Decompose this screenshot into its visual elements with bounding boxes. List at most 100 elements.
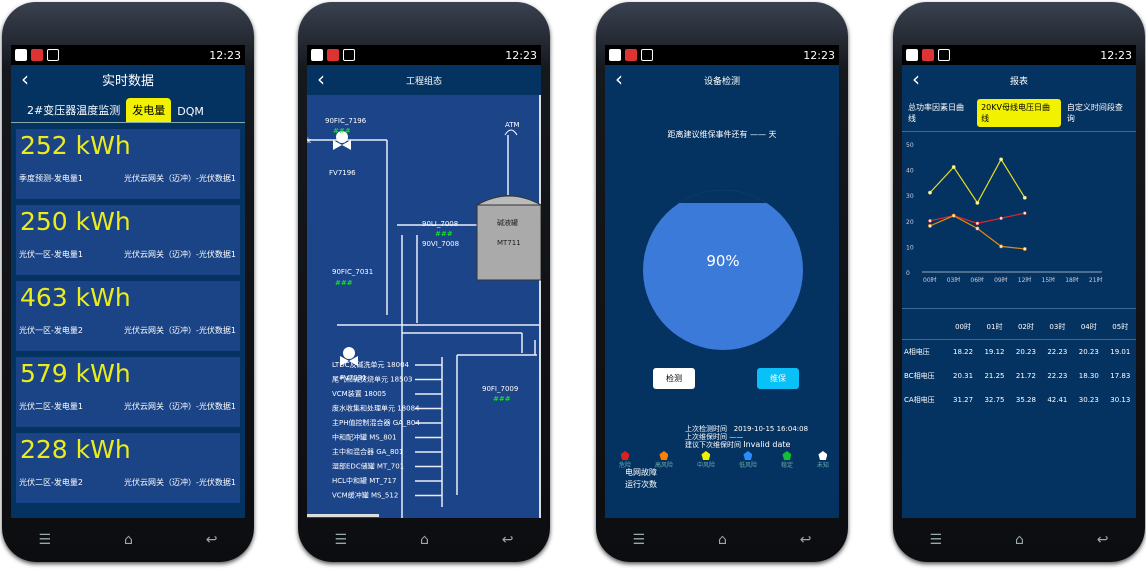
series-line-CA bbox=[929, 158, 1026, 205]
phone-report: 12:23 ‹报表 总功率因素日曲线 20KV母线电压日曲线 自定义时间段查询 … bbox=[893, 2, 1145, 562]
health-gauge: 90% bbox=[643, 190, 803, 350]
point-name: 季度预测-发电量1 bbox=[19, 174, 83, 183]
back-icon[interactable]: ‹ bbox=[317, 67, 325, 91]
unit-label[interactable]: VCM缓冲罐 MS_512 bbox=[332, 491, 398, 500]
unit-label[interactable]: HCL中和罐 MT_717 bbox=[332, 476, 396, 485]
tab-bus-voltage[interactable]: 20KV母线电压日曲线 bbox=[977, 99, 1061, 127]
pentagon-icon bbox=[818, 451, 828, 460]
svg-text:k: k bbox=[307, 137, 312, 145]
data-point bbox=[999, 244, 1004, 249]
unit-label[interactable]: LTDC及碱洗单元 18004 bbox=[332, 360, 410, 369]
x-tick-label: 12时 bbox=[1018, 276, 1032, 282]
return-icon[interactable]: ↩ bbox=[501, 532, 514, 548]
table-cell: 21.25 bbox=[984, 372, 1005, 380]
report-tabs: 总功率因素日曲线 20KV母线电压日曲线 自定义时间段查询 bbox=[902, 95, 1136, 132]
home-icon[interactable]: ⌂ bbox=[717, 532, 727, 548]
svg-text:###: ### bbox=[435, 230, 453, 238]
menu-icon[interactable]: ☰ bbox=[632, 532, 646, 548]
tab-bar: 2#变压器温度监测 发电量 DQM bbox=[11, 93, 245, 123]
tag-fv7031: FV7031 bbox=[340, 374, 367, 382]
x-tick-label: 15时 bbox=[1042, 276, 1056, 282]
point-source: 光伏云网关（迈冲）-光伏数据1 bbox=[124, 250, 236, 259]
data-point bbox=[975, 226, 980, 231]
home-icon[interactable]: ⌂ bbox=[1014, 532, 1024, 548]
back-icon[interactable]: ‹ bbox=[21, 67, 29, 91]
tank-label: 碱液罐 bbox=[497, 218, 518, 227]
run-count-label: 运行次数 bbox=[625, 480, 657, 489]
tag-fi7009: 90FI_7009 bbox=[482, 385, 518, 393]
back-icon[interactable]: ‹ bbox=[912, 67, 920, 91]
home-icon[interactable]: ⌂ bbox=[123, 532, 133, 548]
repair-button[interactable]: 维保 bbox=[757, 368, 799, 389]
unit-label[interactable]: 尾气和碱焚烧单元 18503 bbox=[332, 375, 413, 384]
x-tick-label: 18时 bbox=[1065, 276, 1079, 282]
return-icon[interactable]: ↩ bbox=[1096, 532, 1109, 548]
return-icon[interactable]: ↩ bbox=[205, 532, 218, 548]
data-point bbox=[928, 218, 932, 223]
unit-label[interactable]: 废水收集和处理单元 18084 bbox=[332, 404, 420, 413]
data-point bbox=[999, 216, 1004, 221]
tab-custom-range[interactable]: 自定义时间段查询 bbox=[1066, 103, 1123, 123]
power-value: 252 kWh bbox=[20, 131, 131, 160]
table-cell: 22.23 bbox=[1047, 348, 1068, 356]
point-source: 光伏云网关（迈冲）-光伏数据1 bbox=[124, 402, 236, 411]
unit-label[interactable]: 中和配冲罐 MS_801 bbox=[332, 433, 397, 442]
unit-label[interactable]: 主中和混合器 GA_801 bbox=[332, 447, 403, 456]
pentagon-icon bbox=[620, 451, 630, 460]
screen: 12:23 ‹工程组态 90FIC_7196 ### FV7196 k ATM … bbox=[307, 45, 541, 518]
point-name: 光伏二区-发电量1 bbox=[19, 402, 83, 411]
data-point bbox=[1022, 195, 1027, 200]
table-cell: 20.23 bbox=[1078, 348, 1099, 356]
x-tick-label: 03时 bbox=[947, 276, 961, 282]
menu-icon[interactable]: ☰ bbox=[38, 532, 52, 548]
home-icon[interactable]: ⌂ bbox=[419, 532, 429, 548]
tab-power[interactable]: 发电量 bbox=[126, 98, 172, 122]
table-cell: 30.23 bbox=[1078, 396, 1099, 404]
column-header: 02时 bbox=[1017, 323, 1034, 331]
unit-label[interactable]: 湿部EDC储罐 MT_701 bbox=[332, 462, 404, 471]
tab-transformer[interactable]: 2#变压器温度监测 bbox=[27, 104, 121, 117]
legend-item: 低风险 bbox=[739, 451, 757, 469]
power-value: 250 kWh bbox=[20, 207, 131, 236]
tab-dqm[interactable]: DQM bbox=[177, 105, 204, 118]
phone-scada: 12:23 ‹工程组态 90FIC_7196 ### FV7196 k ATM … bbox=[298, 2, 550, 562]
pentagon-icon bbox=[701, 451, 711, 460]
page-title: 报表 bbox=[1009, 76, 1028, 87]
table-cell: 19.01 bbox=[1110, 348, 1131, 356]
unit-label[interactable]: VCM装置 18005 bbox=[332, 389, 386, 398]
tag-li7008: 90LI_7008 bbox=[422, 220, 458, 228]
y-tick-label: 30 bbox=[906, 193, 914, 200]
column-header: 04时 bbox=[1080, 323, 1097, 331]
x-tick-label: 09时 bbox=[994, 276, 1008, 282]
point-name: 光伏一区-发电量2 bbox=[19, 326, 83, 335]
last-check-time: 2019-10-15 16:04:08 bbox=[733, 425, 809, 433]
grid-fault-label: 电网故障 bbox=[625, 468, 657, 477]
y-tick-label: 40 bbox=[906, 168, 914, 175]
check-button[interactable]: 检测 bbox=[653, 368, 695, 389]
return-icon[interactable]: ↩ bbox=[799, 532, 812, 548]
y-tick-label: 20 bbox=[906, 219, 914, 226]
back-icon[interactable]: ‹ bbox=[615, 67, 623, 91]
x-tick-label: 00时 bbox=[923, 276, 937, 282]
point-name: 光伏二区-发电量2 bbox=[19, 478, 83, 487]
unit-label[interactable]: 主PH值控制混合器 GA_804 bbox=[332, 418, 420, 427]
tab-power-factor[interactable]: 总功率因素日曲线 bbox=[908, 103, 964, 123]
column-header: 00时 bbox=[955, 323, 972, 331]
svg-text:MT711: MT711 bbox=[497, 239, 521, 247]
menu-icon[interactable]: ☰ bbox=[929, 532, 943, 548]
data-point bbox=[975, 200, 980, 205]
menu-icon[interactable]: ☰ bbox=[334, 532, 348, 548]
y-tick-label: 0 bbox=[906, 270, 910, 277]
legend-item: 稳定 bbox=[781, 451, 793, 469]
tag-fv7196: FV7196 bbox=[329, 169, 356, 177]
page-title: 设备检测 bbox=[703, 76, 740, 87]
